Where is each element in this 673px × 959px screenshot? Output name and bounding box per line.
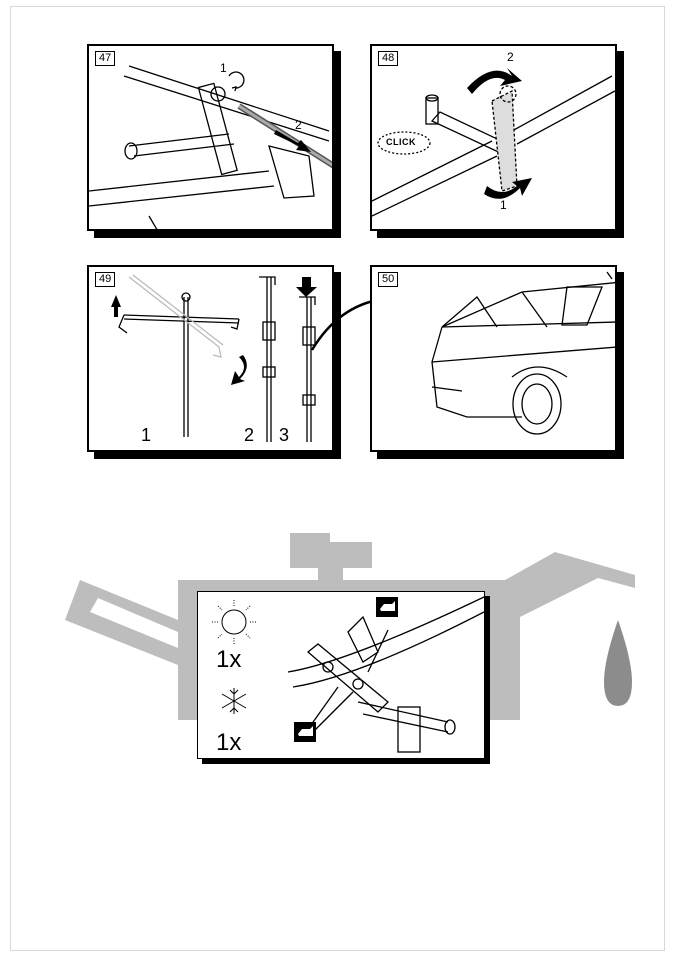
step-label-3: 3 xyxy=(279,425,290,445)
lubrication-illustration xyxy=(212,596,484,753)
lubrication-panel: 1x 1x xyxy=(197,591,485,759)
step-label-1: 1 xyxy=(141,425,152,445)
step-label-1: 1 xyxy=(220,61,227,75)
car-trunk-illustration xyxy=(431,271,615,435)
oil-can-badge-bottom xyxy=(294,722,316,742)
step-label-2: 2 xyxy=(507,50,514,64)
folding-steps-illustration xyxy=(111,274,317,442)
summer-frequency: 1x xyxy=(216,646,242,673)
panel-number: 49 xyxy=(95,272,116,287)
panel-50: 50 xyxy=(370,265,617,452)
step-label-1: 1 xyxy=(500,198,507,212)
sun-icon xyxy=(212,600,256,644)
step-label-2: 2 xyxy=(295,118,302,132)
snowflake-icon xyxy=(221,688,247,714)
panel-number: 47 xyxy=(95,51,116,66)
oil-drop-icon xyxy=(604,620,632,706)
page-border xyxy=(10,6,665,951)
panel-number: 50 xyxy=(378,272,399,287)
oil-can-badge-top xyxy=(376,597,398,617)
panel-number: 48 xyxy=(378,51,399,66)
roof-bar-clamp-illustration xyxy=(89,65,332,229)
panel-48: 48 CLICK 2 1 xyxy=(370,44,617,231)
click-sound-label: CLICK xyxy=(386,137,416,147)
clamp-lever-illustration xyxy=(372,68,615,217)
step-label-2: 2 xyxy=(244,425,255,445)
winter-frequency: 1x xyxy=(216,729,242,756)
panel-49: 49 1 xyxy=(87,265,334,452)
panel-47: 47 1 2 xyxy=(87,44,334,231)
